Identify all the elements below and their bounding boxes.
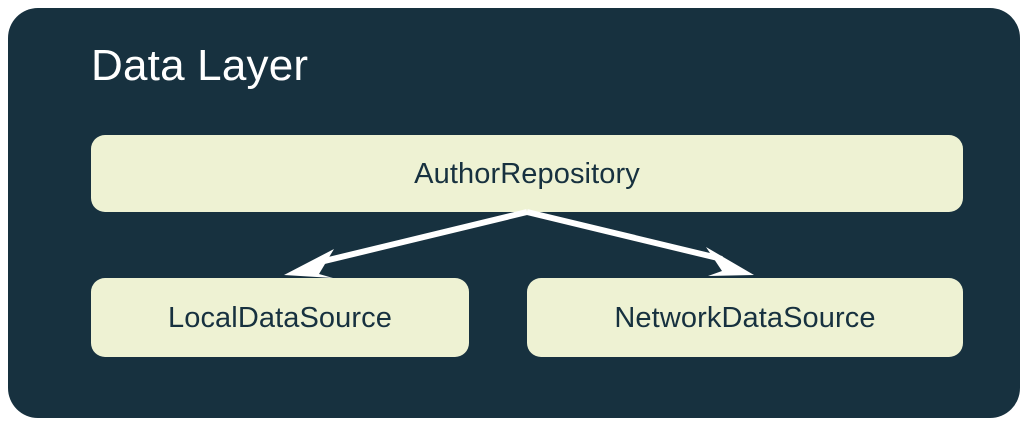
node-network-data-source-label: NetworkDataSource bbox=[614, 301, 876, 334]
node-author-repository-label: AuthorRepository bbox=[414, 157, 640, 190]
node-local-data-source-label: LocalDataSource bbox=[168, 301, 392, 334]
page-title: Data Layer bbox=[91, 41, 309, 90]
node-author-repository[interactable]: AuthorRepository bbox=[91, 135, 963, 212]
node-local-data-source[interactable]: LocalDataSource bbox=[91, 278, 469, 357]
node-network-data-source[interactable]: NetworkDataSource bbox=[527, 278, 963, 357]
